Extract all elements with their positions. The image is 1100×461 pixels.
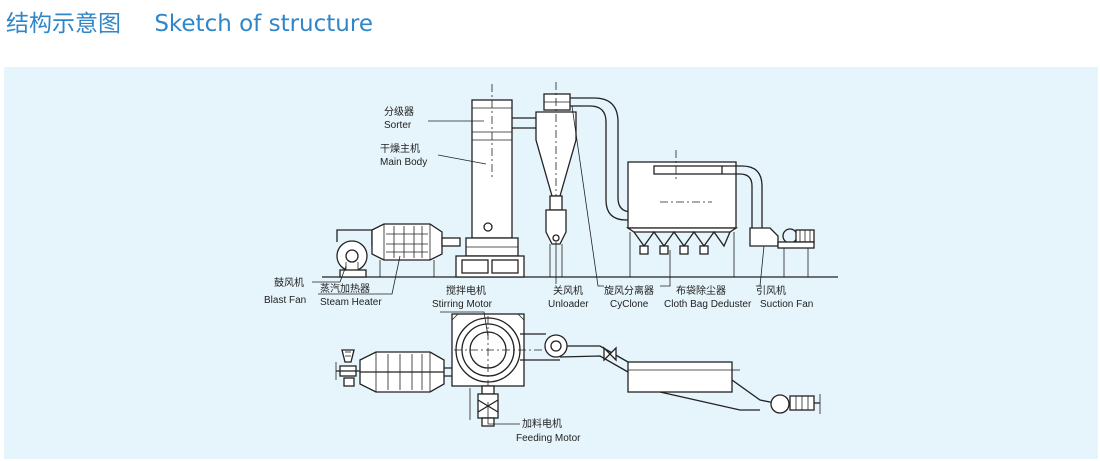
- label-cyclone-cn: 旋风分离器: [604, 284, 654, 297]
- label-steam-heater-en: Steam Heater: [320, 297, 382, 308]
- suction-fan: [749, 227, 815, 277]
- steam-heater: [371, 223, 461, 277]
- label-blast-fan-cn: 鼓风机: [274, 276, 304, 289]
- leader-lines: [312, 105, 765, 425]
- bottom-feed-line: [335, 313, 821, 427]
- label-cloth-bag-en: Cloth Bag Deduster: [664, 299, 752, 310]
- main-body: [455, 84, 536, 278]
- label-unloader-cn: 关风机: [553, 284, 583, 297]
- label-steam-heater-cn: 蒸汽加热器: [320, 282, 370, 295]
- label-main-body-cn: 干燥主机: [380, 142, 420, 155]
- label-suction-fan-cn: 引风机: [756, 284, 786, 297]
- label-stirring-motor-en: Stirring Motor: [432, 299, 493, 310]
- page-title: 结构示意图 Sketch of structure: [6, 4, 373, 38]
- label-sorter-en: Sorter: [384, 120, 412, 131]
- cloth-bag-deduster: [625, 150, 763, 277]
- label-main-body-en: Main Body: [380, 157, 427, 168]
- label-cyclone-en: CyClone: [610, 299, 649, 310]
- label-unloader-en: Unloader: [548, 299, 589, 310]
- label-feeding-motor-en: Feeding Motor: [516, 433, 581, 444]
- label-suction-fan-en: Suction Fan: [760, 299, 813, 310]
- title-cn: 结构示意图: [6, 11, 121, 37]
- label-cloth-bag-cn: 布袋除尘器: [676, 284, 726, 297]
- label-blast-fan-en: Blast Fan: [264, 295, 306, 306]
- label-feeding-motor-cn: 加料电机: [522, 417, 562, 430]
- label-stirring-motor-cn: 搅拌电机: [446, 284, 486, 297]
- component-labels: 分级器 Sorter 干燥主机 Main Body 鼓风机 Blast Fan …: [264, 106, 813, 444]
- label-sorter-cn: 分级器: [384, 106, 414, 118]
- cyclone: [535, 82, 640, 277]
- blast-fan: [336, 229, 373, 278]
- title-en: Sketch of structure: [154, 11, 373, 37]
